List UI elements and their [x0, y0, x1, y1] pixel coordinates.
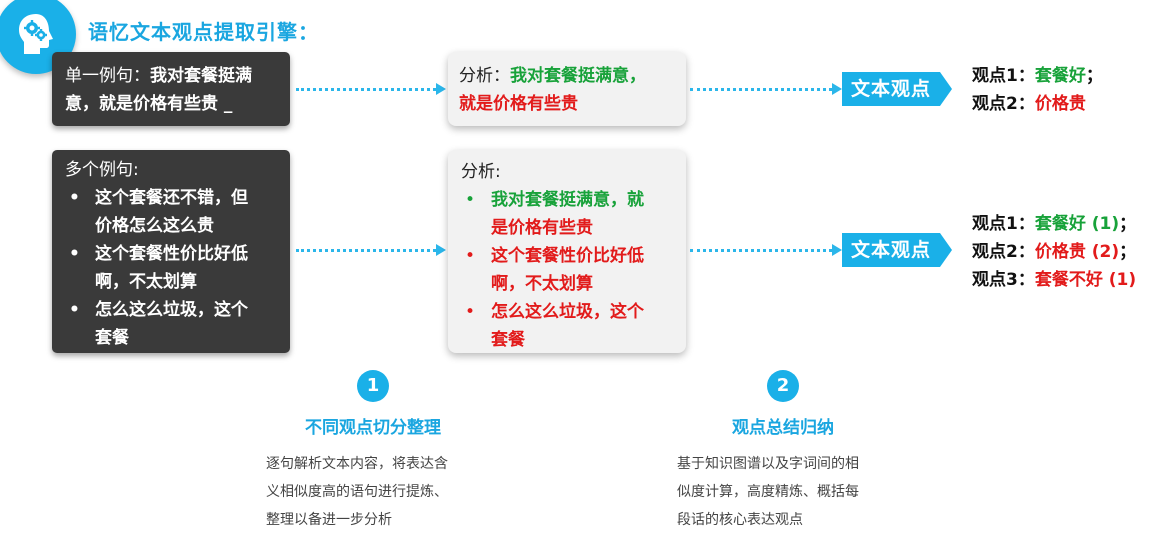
bullet-icon: • [69, 188, 80, 208]
opinion-result: 观点2：价格贵 [972, 90, 1103, 118]
analysis1-box: 分析：我对套餐挺满意， 就是价格有些贵 [448, 52, 686, 126]
opinion-suffix: ； [1119, 214, 1137, 234]
analysis2-item: • 这个套餐性价比好低啊，不太划算 [461, 242, 674, 298]
step1-desc-line3: 整理以备进一步分析 [266, 512, 392, 528]
opinion-prefix: 观点2： [972, 242, 1035, 262]
multi-example-item: • 怎么这么垃圾，这个套餐 [65, 296, 278, 352]
analysis1-green-text: 我对套餐挺满意， [510, 66, 646, 86]
opinion-suffix: ； [1085, 66, 1103, 86]
tag2-label: 文本观点 [842, 233, 940, 267]
page-title: 语忆文本观点提取引擎： [88, 20, 319, 44]
analysis2-item-line2: 套餐 [491, 330, 525, 350]
multi-example-item-line1: 怎么这么垃圾，这个 [95, 300, 248, 320]
arrow-example1-to-analysis1 [296, 83, 446, 95]
multi-example-item: • 这个套餐性价比好低啊，不太划算 [65, 240, 278, 296]
step2-description: 基于知识图谱以及字词间的相 似度计算，高度精炼、概括每 段话的核心表达观点 [677, 450, 907, 534]
single-example-line1: 单一例句：我对套餐挺满 [65, 62, 278, 90]
step2-desc-line3: 段话的核心表达观点 [677, 512, 803, 528]
multi-example-item-line1: 这个套餐性价比好低 [95, 244, 248, 264]
analysis2-item: • 怎么这么垃圾，这个套餐 [461, 298, 674, 354]
single-example-label: 单一例句： [65, 66, 150, 86]
step1-desc-line2: 义相似度高的语句进行提炼、 [266, 484, 448, 500]
tag1-label: 文本观点 [842, 72, 940, 106]
analysis1-line1: 分析：我对套餐挺满意， [459, 62, 674, 90]
step1-number: 1 [357, 370, 389, 402]
opinion-prefix: 观点2： [972, 94, 1035, 114]
opinion-value: 价格贵 [1034, 94, 1086, 114]
multi-example-label: 多个例句: [65, 160, 139, 180]
analysis2-list: • 我对套餐挺满意，就是价格有些贵 • 这个套餐性价比好低啊，不太划算 • 怎么这么垃圾，… [461, 186, 674, 354]
step2-desc-line2: 似度计算，高度精炼、概括每 [677, 484, 859, 500]
multi-example-item-line2: 啊，不太划算 [95, 272, 197, 292]
opinion-result: 观点3：套餐不好 (1) [972, 266, 1136, 294]
single-example-text-2: 意，就是价格有些贵 _ [65, 94, 233, 114]
step1-title: 不同观点切分整理 [305, 418, 441, 438]
multi-example-item-line2: 套餐 [95, 328, 129, 348]
multi-example-item-line1: 这个套餐还不错，但 [95, 188, 248, 208]
tag1-text-opinion: 文本观点 [842, 72, 952, 106]
opinion-result: 观点1：套餐好 (1)； [972, 210, 1136, 238]
opinion-prefix: 观点1： [972, 214, 1035, 234]
opinion-prefix: 观点1： [972, 66, 1035, 86]
arrow-analysis1-to-tag1 [690, 83, 842, 95]
analysis2-item-line2: 是价格有些贵 [491, 218, 593, 238]
opinion-value: 价格贵 (2) [1034, 242, 1120, 262]
logo-badge [0, 0, 76, 74]
results2: 观点1：套餐好 (1)；观点2：价格贵 (2)；观点3：套餐不好 (1) [972, 210, 1136, 294]
analysis2-item-line1: 这个套餐性价比好低 [491, 246, 644, 266]
arrow-analysis2-to-tag2 [690, 244, 842, 256]
opinion-result: 观点1：套餐好； [972, 62, 1103, 90]
bullet-icon: • [69, 300, 80, 320]
bullet-icon: • [69, 244, 80, 264]
tag2-text-opinion: 文本观点 [842, 233, 952, 267]
step2-title: 观点总结归纳 [732, 418, 834, 438]
step2-number: 2 [767, 370, 799, 402]
analysis2-item: • 我对套餐挺满意，就是价格有些贵 [461, 186, 674, 242]
analysis1-label: 分析： [459, 66, 510, 86]
bullet-icon: • [465, 190, 476, 210]
multi-example-item: • 这个套餐还不错，但价格怎么这么贵 [65, 184, 278, 240]
single-example-text-1: 我对套餐挺满 [150, 66, 252, 86]
opinion-value: 套餐好 (1) [1034, 214, 1120, 234]
step1-desc-line1: 逐句解析文本内容，将表达含 [266, 456, 448, 472]
analysis2-item-line1: 我对套餐挺满意，就 [491, 190, 644, 210]
bullet-icon: • [465, 302, 476, 322]
multi-example-box: 多个例句: •这个套餐还不错，但价格怎么这么贵•这个套餐性价比好低啊，不太划算•… [52, 150, 290, 353]
arrow-example2-to-analysis2 [296, 244, 446, 256]
analysis2-label: 分析: [461, 162, 501, 182]
opinion-value: 套餐好 [1034, 66, 1086, 86]
step2-desc-line1: 基于知识图谱以及字词间的相 [677, 456, 859, 472]
opinion-prefix: 观点3： [972, 270, 1035, 290]
multi-example-item-line2: 价格怎么这么贵 [95, 216, 214, 236]
analysis1-red-text: 就是价格有些贵 [459, 94, 578, 114]
opinion-suffix: ； [1119, 242, 1137, 262]
step1-description: 逐句解析文本内容，将表达含 义相似度高的语句进行提炼、 整理以备进一步分析 [266, 450, 496, 534]
results1: 观点1：套餐好；观点2：价格贵 [972, 62, 1103, 118]
opinion-result: 观点2：价格贵 (2)； [972, 238, 1136, 266]
analysis2-item-line2: 啊，不太划算 [491, 274, 593, 294]
bullet-icon: • [465, 246, 476, 266]
head-gears-icon [19, 14, 53, 54]
opinion-value: 套餐不好 (1) [1034, 270, 1137, 290]
analysis2-item-line1: 怎么这么垃圾，这个 [491, 302, 644, 322]
multi-example-list: • 这个套餐还不错，但价格怎么这么贵 • 这个套餐性价比好低啊，不太划算 • 怎么这么垃圾… [65, 184, 278, 352]
analysis2-box: 分析: • 我对套餐挺满意，就是价格有些贵 • 这个套餐性价比好低啊，不太划算 • 怎么这… [448, 150, 686, 353]
single-example-box: 单一例句：我对套餐挺满 意，就是价格有些贵 _ [52, 52, 290, 126]
